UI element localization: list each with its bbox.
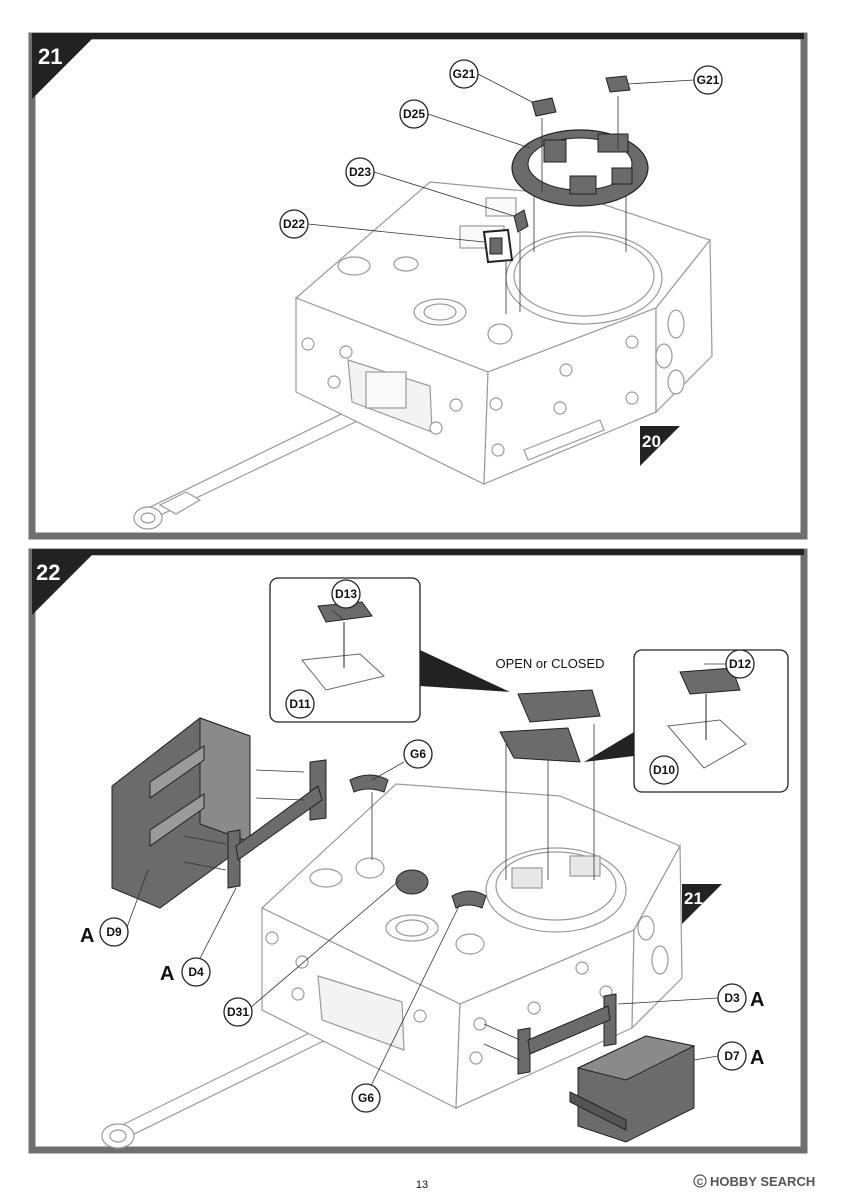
inset-pointer-left	[420, 650, 510, 692]
svg-text:D25: D25	[403, 107, 425, 121]
bracket-d3	[517, 993, 617, 1075]
svg-text:A: A	[160, 963, 174, 985]
step-22-number: 22	[36, 560, 60, 585]
inset-open-hatch	[633, 649, 789, 793]
svg-text:D3: D3	[724, 991, 740, 1005]
callout-d4: A D4	[160, 957, 211, 987]
svg-text:D31: D31	[227, 1005, 249, 1019]
part-d23-d22	[482, 209, 529, 264]
svg-text:G21: G21	[453, 67, 476, 81]
svg-text:D9: D9	[106, 925, 122, 939]
callout-d22: D22	[279, 209, 309, 239]
callout-g21-left: G21	[449, 59, 479, 89]
svg-text:G6: G6	[410, 747, 426, 761]
callout-d23: D23	[345, 157, 375, 187]
callout-d3: D3 A	[717, 983, 764, 1013]
svg-text:21: 21	[684, 889, 703, 908]
part-d25-cupola-ring	[511, 129, 649, 207]
step-ref-20-badge: 20	[640, 426, 680, 466]
step-21-number: 21	[38, 44, 62, 69]
inset-closed-hatch	[269, 577, 421, 723]
small-hatch-parts	[349, 774, 487, 909]
svg-text:D13: D13	[335, 587, 357, 601]
svg-text:D11: D11	[289, 697, 311, 711]
callout-d9: A D9	[80, 917, 129, 947]
svg-text:20: 20	[642, 432, 661, 451]
svg-text:HOBBY SEARCH: HOBBY SEARCH	[710, 1174, 815, 1189]
callout-d13: D13	[331, 579, 361, 609]
commander-hatch-parts	[499, 689, 601, 763]
step-22-leaders	[125, 609, 726, 1097]
callout-g6-top: G6	[403, 739, 433, 769]
svg-text:D7: D7	[724, 1049, 740, 1063]
svg-text:A: A	[750, 989, 764, 1011]
svg-text:G21: G21	[697, 73, 720, 87]
callout-d12: D12	[725, 649, 755, 679]
callout-d31: D31	[223, 997, 253, 1027]
copyright-circle-icon: C	[693, 1174, 707, 1188]
watermark: C HOBBY SEARCH	[693, 1174, 815, 1189]
step-21-badge	[32, 33, 98, 99]
callout-g21-right: G21	[693, 65, 723, 95]
svg-text:D10: D10	[653, 763, 675, 777]
stowage-box-d7	[569, 1035, 696, 1143]
svg-text:A: A	[80, 925, 94, 947]
turret-drawing-step-21	[133, 181, 713, 530]
svg-text:A: A	[750, 1047, 764, 1069]
inset-pointer-right	[584, 732, 634, 762]
svg-text:D22: D22	[283, 217, 305, 231]
svg-text:C: C	[697, 1177, 704, 1187]
page-number: 13	[416, 1179, 428, 1191]
svg-text:D12: D12	[729, 657, 751, 671]
svg-text:G6: G6	[358, 1091, 374, 1105]
open-or-closed-note: OPEN or CLOSED	[495, 656, 604, 671]
step-21-leaders	[307, 73, 695, 314]
bracket-d4	[227, 759, 327, 889]
svg-text:D4: D4	[188, 965, 204, 979]
callout-d7: D7 A	[717, 1041, 764, 1071]
callout-g6-bottom: G6	[351, 1083, 381, 1113]
part-g21-blocks	[531, 75, 631, 117]
callout-d25: D25	[399, 99, 429, 129]
callout-d10: D10	[649, 755, 679, 785]
callout-d11: D11	[285, 689, 315, 719]
step-ref-21-badge: 21	[682, 884, 722, 924]
step-22-badge	[32, 549, 98, 615]
svg-text:D23: D23	[349, 165, 371, 179]
